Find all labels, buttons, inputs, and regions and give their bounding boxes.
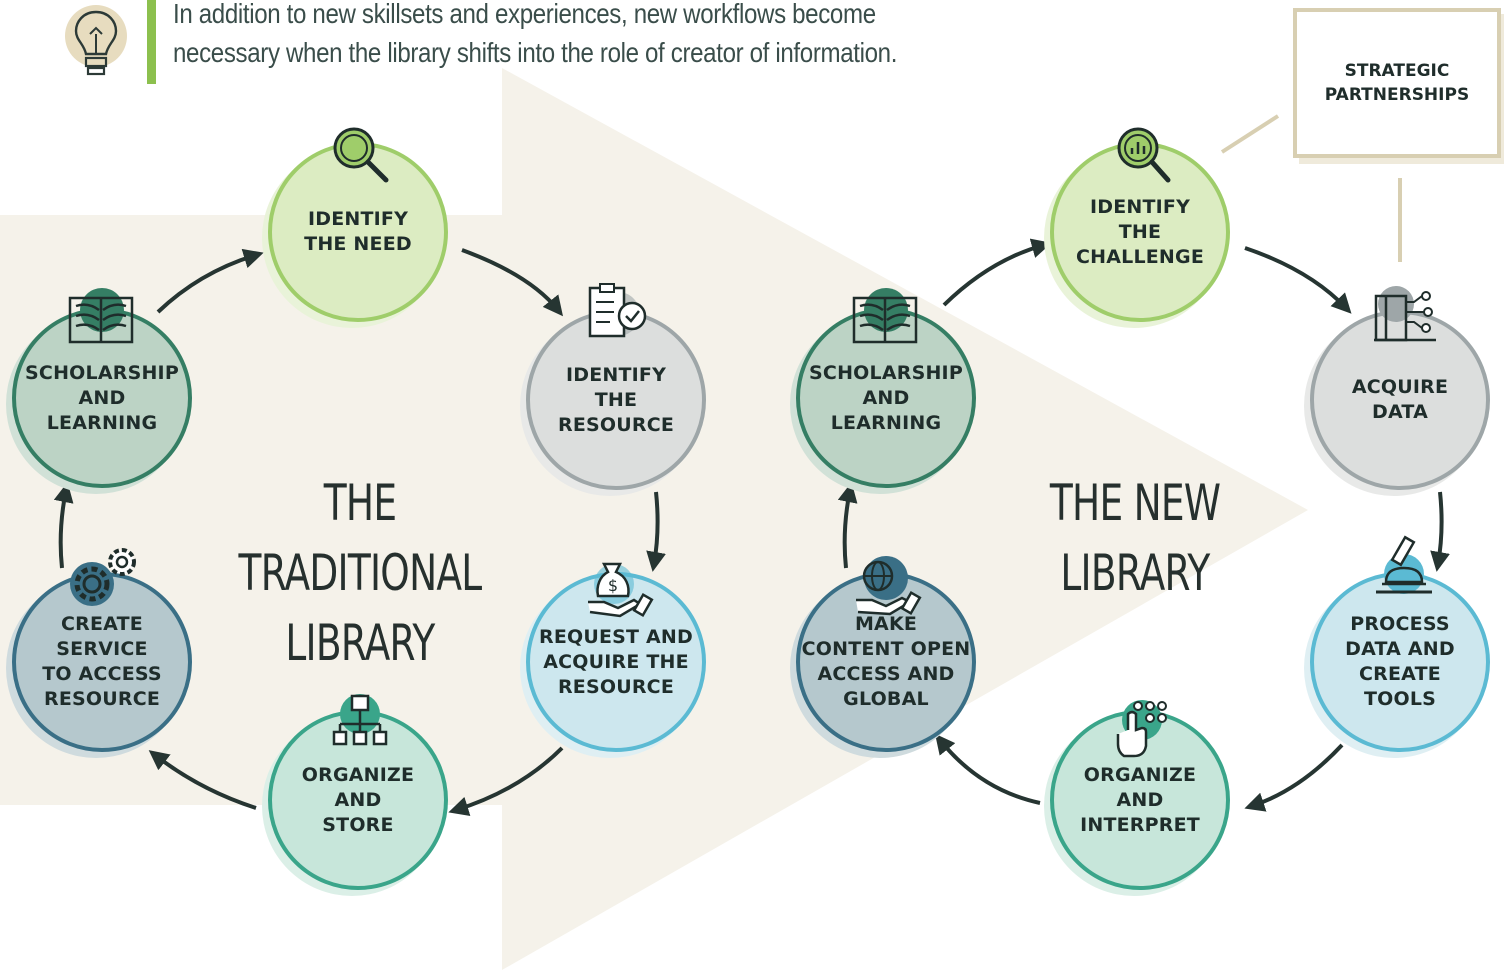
node-make-content-open: MAKE CONTENT OPEN ACCESS AND GLOBAL bbox=[796, 572, 976, 752]
intro-line-1: In addition to new skillsets and experie… bbox=[173, 0, 876, 29]
hierarchy-icon bbox=[332, 694, 388, 746]
node-label: IDENTIFY THE CHALLENGE bbox=[1075, 195, 1205, 268]
data-document-icon bbox=[1374, 286, 1436, 342]
node-label: ACQUIRE DATA bbox=[1351, 376, 1449, 423]
node-label: ORGANIZE AND STORE bbox=[301, 763, 415, 836]
traditional-title-line-1: THE TRADITIONAL bbox=[238, 474, 483, 602]
lightbulb-icon bbox=[65, 5, 127, 76]
analytics-magnifier-icon bbox=[1117, 127, 1171, 183]
node-label: REQUEST AND ACQUIRE THE RESOURCE bbox=[538, 625, 693, 698]
globe-hand-icon bbox=[856, 556, 922, 616]
node-process-data: PROCESS DATA AND CREATE TOOLS bbox=[1310, 572, 1490, 752]
node-label: PROCESS DATA AND CREATE TOOLS bbox=[1345, 613, 1455, 710]
strategic-partnerships-box: STRATEGIC PARTNERSHIPS bbox=[1293, 8, 1501, 158]
checklist-icon bbox=[588, 283, 647, 338]
traditional-library-title: THE TRADITIONAL LIBRARY bbox=[203, 468, 518, 678]
open-book-icon bbox=[68, 288, 134, 344]
microscope-icon bbox=[1376, 535, 1432, 594]
node-label: SCHOLARSHIP AND LEARNING bbox=[809, 361, 963, 434]
node-identify-challenge: IDENTIFY THE CHALLENGE bbox=[1050, 142, 1230, 322]
node-label: CREATE SERVICE TO ACCESS RESOURCE bbox=[42, 613, 162, 710]
new-title-line-2: LIBRARY bbox=[1060, 544, 1210, 602]
node-acquire-data: ACQUIRE DATA bbox=[1310, 310, 1490, 490]
intro-line-2: necessary when the library shifts into t… bbox=[173, 37, 898, 68]
node-identify-resource: IDENTIFY THE RESOURCE bbox=[526, 310, 706, 490]
gears-icon bbox=[70, 548, 136, 606]
magnifier-icon bbox=[333, 127, 389, 183]
svg-text:$: $ bbox=[608, 576, 618, 595]
partnerships-label: STRATEGIC PARTNERSHIPS bbox=[1324, 61, 1470, 105]
money-bag-hand-icon: $ bbox=[588, 562, 654, 618]
node-organize-interpret: ORGANIZE AND INTERPRET bbox=[1050, 710, 1230, 890]
node-identify-need: IDENTIFY THE NEED bbox=[268, 142, 448, 322]
touch-keypad-icon bbox=[1116, 700, 1167, 758]
new-library-title: THE NEW LIBRARY bbox=[1041, 468, 1229, 608]
intro-text: In addition to new skillsets and experie… bbox=[173, 0, 947, 72]
node-label: MAKE CONTENT OPEN ACCESS AND GLOBAL bbox=[801, 613, 971, 710]
node-label: SCHOLARSHIP AND LEARNING bbox=[25, 361, 179, 434]
node-label: ORGANIZE AND INTERPRET bbox=[1080, 763, 1200, 836]
new-title-line-1: THE NEW bbox=[1049, 474, 1221, 532]
intro-accent-bar bbox=[147, 0, 156, 84]
node-label: IDENTIFY THE NEED bbox=[304, 208, 412, 255]
traditional-title-line-2: LIBRARY bbox=[285, 614, 435, 672]
open-book-icon bbox=[852, 288, 918, 344]
node-label: IDENTIFY THE RESOURCE bbox=[557, 363, 675, 436]
